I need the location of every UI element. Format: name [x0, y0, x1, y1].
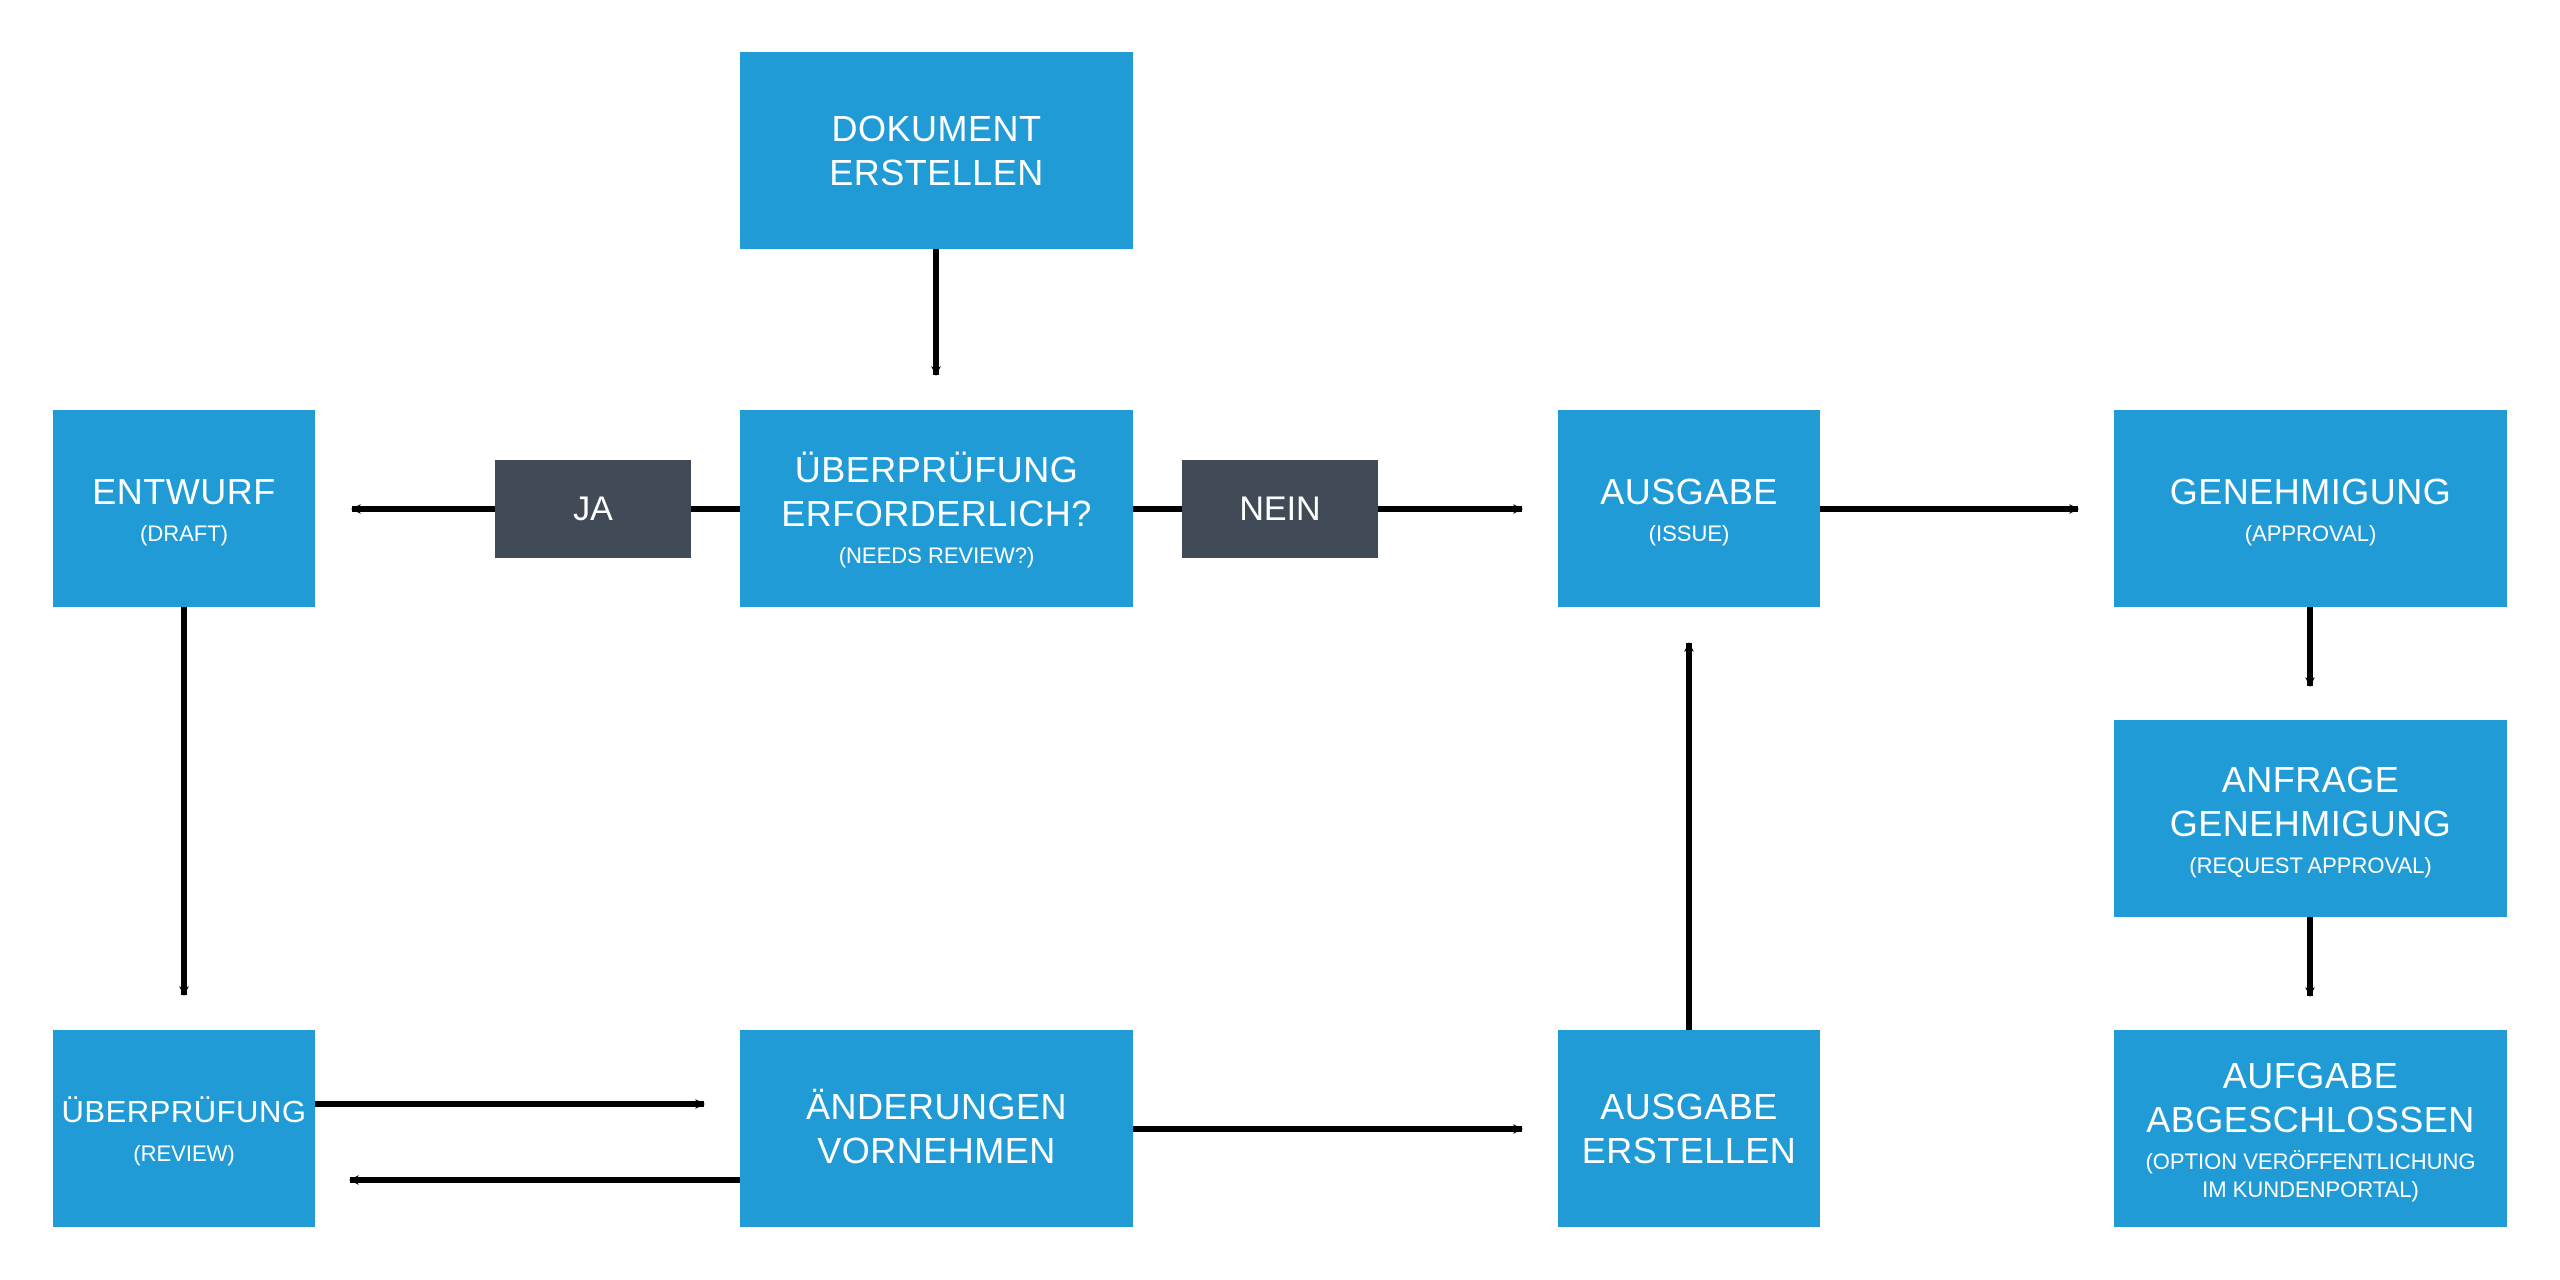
node-subtitle: (DRAFT) — [140, 520, 228, 546]
node-title: AUSGABE — [1600, 470, 1778, 512]
node-create-document: DOKUMENT ERSTELLEN — [740, 52, 1133, 249]
node-issue: AUSGABE (ISSUE) — [1558, 410, 1820, 607]
edge-label-yes: JA — [495, 460, 691, 558]
node-approval: GENEHMIGUNG (APPROVAL) — [2114, 410, 2507, 607]
node-task-completed: AUFGABE ABGESCHLOSSEN (OPTION VERÖFFENTL… — [2114, 1030, 2507, 1227]
node-title: AUFGABE ABGESCHLOSSEN — [2146, 1054, 2475, 1140]
node-create-issue: AUSGABE ERSTELLEN — [1558, 1030, 1820, 1227]
node-title: DOKUMENT ERSTELLEN — [829, 107, 1044, 193]
node-subtitle: (OPTION VERÖFFENTLICHUNG IM KUNDENPORTAL… — [2145, 1148, 2476, 1202]
node-make-changes: ÄNDERUNGEN VORNEHMEN — [740, 1030, 1133, 1227]
node-request-approval: ANFRAGE GENEHMIGUNG (REQUEST APPROVAL) — [2114, 720, 2507, 917]
node-subtitle: (ISSUE) — [1648, 520, 1730, 546]
edge-label-no: NEIN — [1182, 460, 1378, 558]
node-needs-review: ÜBERPRÜFUNG ERFORDERLICH? (NEEDS REVIEW?… — [740, 410, 1133, 607]
node-draft: ENTWURF (DRAFT) — [53, 410, 315, 607]
node-subtitle: (REVIEW) — [133, 1140, 235, 1166]
node-review: ÜBERPRÜFUNG (REVIEW) — [53, 1030, 315, 1227]
node-title: GENEHMIGUNG — [2169, 470, 2452, 512]
node-title: ÜBERPRÜFUNG — [61, 1093, 307, 1129]
node-title: ÄNDERUNGEN VORNEHMEN — [805, 1085, 1068, 1171]
node-subtitle: (NEEDS REVIEW?) — [838, 542, 1035, 568]
node-title: ANFRAGE GENEHMIGUNG — [2169, 758, 2452, 844]
node-subtitle: (APPROVAL) — [2244, 520, 2377, 546]
node-title: ENTWURF — [92, 470, 276, 512]
node-title: AUSGABE ERSTELLEN — [1581, 1085, 1797, 1171]
node-subtitle: (REQUEST APPROVAL) — [2189, 852, 2432, 878]
node-title: ÜBERPRÜFUNG ERFORDERLICH? — [781, 448, 1092, 534]
